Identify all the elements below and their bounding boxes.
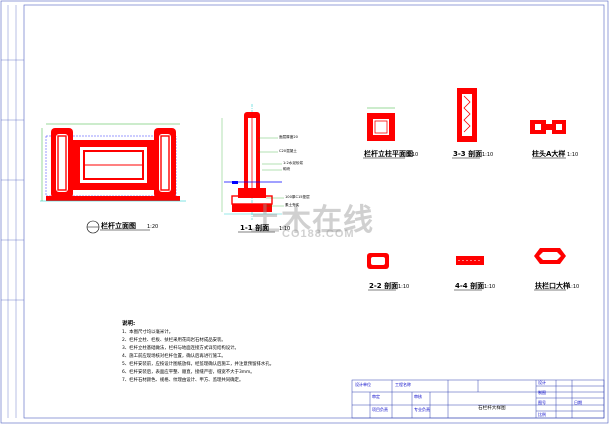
section-1-1-title: 1-1 剖面	[240, 224, 270, 232]
section-2-2-drawing	[367, 253, 389, 269]
notes-heading: 说明:	[122, 321, 136, 327]
watermark-url: CO188.COM	[282, 228, 355, 240]
tb-label: 设计	[538, 380, 546, 385]
note-line: 5、栏杆安装前，应按设计图纸放样，经监理确认后施工，并注意预留排水孔。	[122, 362, 275, 367]
note-line: 7、栏杆石材颜色、规格、纹理由设计、甲方、监理共同确定。	[122, 378, 244, 383]
note-line: 3、栏杆立柱基础做法，栏杆与地面连接方式详见结构设计。	[122, 346, 239, 351]
rail-detail-drawing	[534, 248, 566, 264]
note-line: 1、本图尺寸均以毫米计。	[122, 330, 174, 335]
annotation-5: 100厚C15垫层	[285, 195, 310, 199]
tb-label: 日期	[574, 400, 582, 405]
annotation-4: 砌块	[283, 167, 291, 171]
section-1-1-scale: 1:10	[279, 226, 291, 232]
section-4-4-title: 4-4 剖面	[455, 282, 485, 290]
section-4-4-scale: 1:10	[484, 284, 496, 290]
binding-strip	[1, 5, 24, 418]
note-line: 6、栏杆安装后，表面应平整、顺直，接缝严密，缝宽不大于3mm。	[122, 370, 255, 375]
section-3-3-title: 3-3 剖面	[453, 150, 483, 158]
front-elevation-scale: 1:20	[147, 224, 159, 230]
watermark-logo: 土木在线	[250, 204, 374, 237]
tb-label: 设计单位	[355, 382, 371, 387]
annotation-2: C20混凝土	[279, 149, 297, 153]
rail-detail-title: 扶栏口大样	[535, 282, 570, 290]
tb-label: 制图	[538, 390, 546, 395]
front-elevation-title: 栏杆立面图	[101, 222, 136, 230]
post-plan-scale: 1:10	[407, 152, 419, 158]
detail-a-drawing	[530, 120, 566, 134]
section-2-2-scale: 1:10	[398, 284, 410, 290]
drawing-name: 石栏杆大样图	[478, 406, 506, 411]
section-3-3-scale: 1:10	[482, 152, 494, 158]
annotation-1: 面层厚度20	[279, 135, 298, 139]
note-line: 4、施工前应现场核对栏杆位置，确认后再进行施工。	[122, 354, 226, 359]
tb-label: 比例	[538, 412, 546, 417]
tb-label: 专业负责	[414, 407, 430, 412]
section-2-2-title: 2-2 剖面	[369, 282, 399, 290]
tb-label: 项目负责	[372, 407, 388, 412]
note-line: 2、栏杆立柱、栏板、扶栏采用花岗岩石材成品安装。	[122, 338, 226, 343]
post-plan-title: 栏杆立柱平面图	[364, 150, 413, 158]
title-block-frame	[351, 379, 605, 419]
rail-detail-scale: 1:10	[568, 284, 580, 290]
annotation-6: 素土夯实	[285, 203, 300, 207]
post-plan-drawing	[367, 107, 395, 141]
section-1-1-drawing	[221, 104, 284, 220]
detail-a-title: 柱头A大样	[532, 150, 566, 158]
tb-label: 审核	[414, 394, 422, 399]
tb-label: 审定	[372, 394, 380, 399]
annotation-3: 1:2水泥砂浆	[283, 161, 304, 165]
detail-a-scale: 1:10	[567, 152, 579, 158]
section-4-4-drawing	[456, 256, 484, 265]
front-elevation-drawing	[40, 123, 186, 202]
section-3-3-drawing	[457, 88, 477, 142]
tb-label: 工程名称	[395, 382, 411, 387]
tb-label: 图号	[538, 400, 546, 405]
